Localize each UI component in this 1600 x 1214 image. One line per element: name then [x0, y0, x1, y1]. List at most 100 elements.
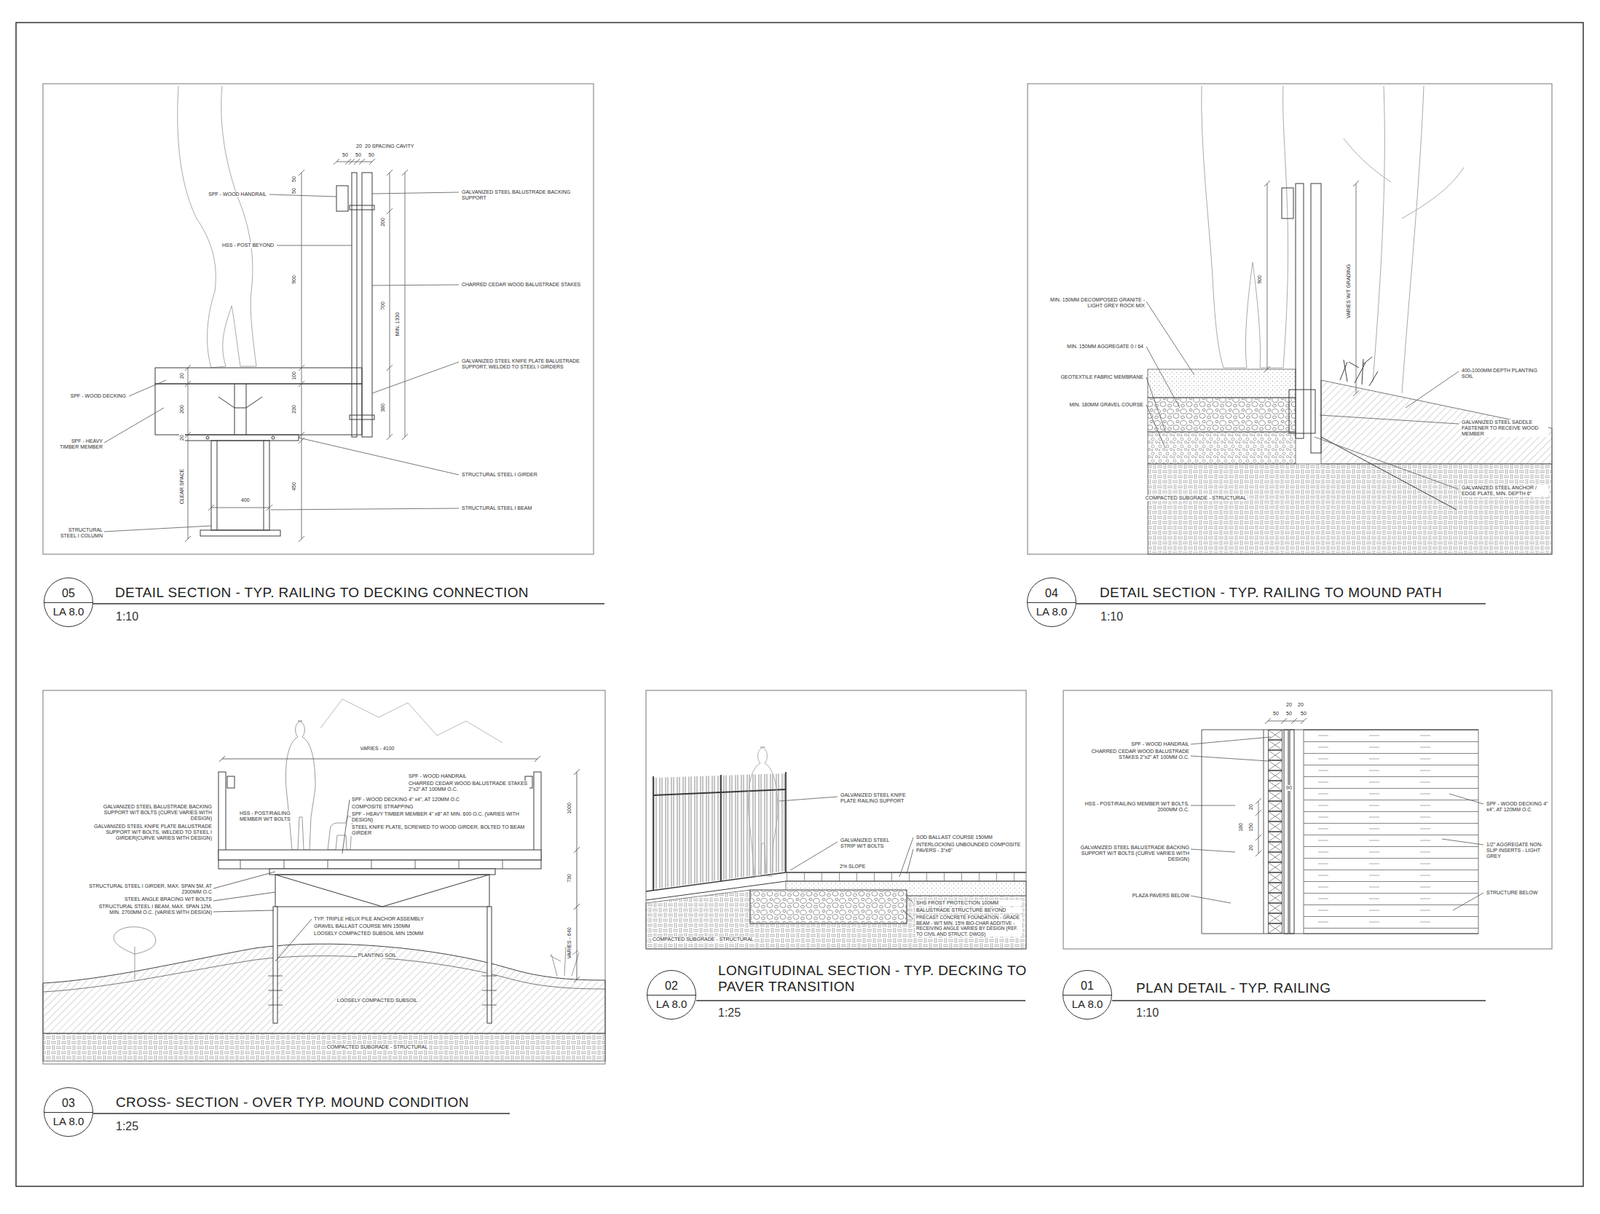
dimension-text: 180 — [1238, 822, 1244, 833]
dimension-text: 900 — [291, 274, 298, 285]
annotation-text: LOOSELY COMPACTED SUBSOIL — [336, 997, 419, 1004]
callout-divider — [1063, 994, 1112, 996]
annotation-text: BALUSTRADE STRUCTURE BEYOND — [915, 907, 1023, 914]
dimension-text: 50 — [291, 175, 298, 183]
annotation-text: SPF - WOOD DECKING — [69, 393, 127, 400]
dimension-text: 230 — [291, 404, 298, 415]
annotation-text: STRUCTURAL STEEL I BEAM — [460, 505, 590, 512]
annotation-text: PLAZA PAVERS BELOW — [1079, 892, 1190, 899]
annotation-text: HSS - POST/RAILING MEMBER W/T BOLTS — [238, 810, 292, 823]
annotation-text: LOOSELY COMPACTED SUBSOIL MIN 150MM — [313, 930, 424, 937]
annotation-text: PRECAST CONCRETE FOUNDATION - GRADE BEAM… — [915, 914, 1023, 937]
annotation-text: GALVANIZED STEEL KNIFE PLATE RAILING SUP… — [839, 792, 922, 805]
dimension-text: 50 — [341, 152, 349, 159]
dimension-text: 20 — [355, 143, 363, 150]
dimension-text: 400 — [240, 497, 251, 504]
dimension-text: 50 — [354, 152, 362, 159]
annotation-text: STEEL KNIFE PLATE, SCREWED TO WOOD GIRDE… — [351, 824, 531, 837]
annotation-text: MIN. 150MM AGGREGATE 0 / 64 — [1066, 343, 1145, 350]
annotation-text: CHARRED CEDAR WOOD BALUSTRADE STAKES 2"x… — [407, 780, 530, 793]
dimension-text: 50 — [1299, 710, 1308, 717]
dimension-text: 20 — [1248, 844, 1255, 852]
annotation-text: SPF - WOOD DECKING 4" x4", AT 120MM O.C — [351, 796, 531, 803]
dimension-text: 200 — [380, 217, 386, 228]
dimension-text: 20 — [1297, 702, 1305, 708]
sheet-number: LA 8.0 — [647, 997, 696, 1011]
annotation-text: MIN. 180MM GRAVEL COURSE — [1068, 402, 1145, 408]
annotation-text: GALVANIZED STEEL BALUSTRADE BACKING SUPP… — [1079, 844, 1190, 863]
detail-callout-circle: 03LA 8.0 — [43, 1087, 94, 1137]
annotation-text: GEOTEXTILE FABRIC MEMBRANE — [1059, 374, 1145, 381]
dimension-text: 20 — [1285, 702, 1293, 708]
annotation-text: STRUCTURAL STEEL I GIRDER, MAX. SPAN 5M,… — [87, 883, 213, 896]
detail-title: CROSS- SECTION - OVER TYP. MOUND CONDITI… — [115, 1094, 470, 1111]
dimension-text: 50 — [1285, 710, 1293, 717]
callout-divider — [44, 602, 93, 604]
annotation-text: COMPOSITE STRAPPING — [351, 804, 531, 810]
annotation-text: HSS - POST BEYOND — [221, 242, 275, 249]
annotation-text: SHS FROST PROTECTION 100MM — [915, 900, 1023, 906]
dimension-text: 20 SPACING CAVITY — [364, 143, 415, 150]
annotation-text: SPF - WOOD HANDRAIL — [407, 773, 468, 780]
annotation-text: COMPACTED SUBGRADE - STRUCTURAL — [1144, 495, 1248, 502]
annotation-text: INTERLOCKING UNBOUNDED COMPOSITE PAVERS … — [915, 841, 1023, 854]
annotation-text: GALVANIZED STEEL KNIFE PLATE BALUSTRADE … — [87, 823, 213, 842]
detail-title: PLAN DETAIL - TYP. RAILING — [1135, 980, 1332, 997]
detail-callout-circle: 05 LA 8.0 — [43, 577, 94, 628]
dimension-text: 50 — [1272, 710, 1280, 717]
dimension-text: 450 — [291, 481, 298, 492]
detail-number: 03 — [44, 1096, 93, 1110]
dimension-text: 50 — [367, 152, 376, 159]
annotation-text: SPF - WOOD HANDRAIL — [1079, 741, 1190, 748]
scale-text: 1:10 — [1099, 610, 1124, 624]
dimension-text: 90 — [1285, 785, 1293, 791]
annotation-text: SOD BALLAST COURSE 150MM — [915, 834, 1023, 841]
annotation-text: 2% SLOPE — [838, 863, 866, 870]
detail-number: 05 — [44, 586, 93, 601]
annotation-text: STRUCTURAL STEEL I BEAM, MAX. SPAN 12M, … — [87, 903, 213, 916]
scale-text: 1:25 — [115, 1120, 140, 1134]
dimension-text: 700 — [380, 300, 386, 311]
annotation-text: COMPACTED SUBGRADE - STRUCTURAL — [326, 1044, 429, 1051]
dimension-text: 20 — [1248, 803, 1255, 811]
dimension-text: 20 — [179, 372, 185, 380]
callout-divider — [647, 994, 696, 996]
dimension-text: VARIES - 640 — [566, 926, 573, 960]
detail-title: DETAIL SECTION - TYP. RAILING TO MOUND P… — [1098, 584, 1443, 601]
sheet-number: LA 8.0 — [44, 605, 93, 619]
detail-callout-circle: 02 LA 8.0 — [646, 970, 697, 1020]
annotation-text: 1/2" AGGREGATE NON-SLIP INSERTS - LIGHT … — [1485, 841, 1552, 860]
dimension-text: 900 — [1256, 274, 1263, 285]
annotation-text: STRUCTURAL STEEL I COLUMN — [53, 527, 104, 539]
callout-divider — [1027, 602, 1076, 604]
annotation-text: SPF - WOOD HANDRAIL — [207, 191, 268, 198]
dimension-text: 20 — [179, 434, 185, 442]
dimension-text: 150 — [1248, 822, 1255, 833]
annotation-text: HSS - POST/RAILING MEMBER W/T BOLTS, 200… — [1079, 801, 1190, 813]
annotation-text: CHARRED CEDAR WOOD BALUSTRADE STAKES — [460, 281, 590, 288]
annotation-text: GALVANIZED STEEL STRIP W/T BOLTS — [839, 837, 904, 850]
annotation-text: GALVANIZED STEEL ANCHOR / EDGE PLATE, MI… — [1460, 485, 1549, 497]
sheet-number: LA 8.0 — [1063, 997, 1112, 1011]
annotation-text: SPF - HEAVY TIMBER MEMBER — [53, 438, 104, 451]
detail-title: DETAIL SECTION - TYP. RAILING TO DECKING… — [114, 584, 530, 601]
annotation-text: GALVANIZED STEEL KNIFE PLATE BALUSTRADE … — [460, 358, 590, 370]
dimension-text: MIN. 1330 — [394, 311, 401, 337]
sheet-number: LA 8.0 — [1027, 605, 1076, 619]
scale-text: 1:25 — [717, 1006, 742, 1020]
detail-number: 02 — [647, 979, 696, 993]
annotation-text: 400-1000MM DEPTH PLANTING SOIL — [1460, 367, 1549, 380]
detail-title: LONGITUDINAL SECTION - TYP. DECKING TO P… — [717, 962, 1040, 995]
dimension-text: CLEAR SPACE — [179, 468, 185, 506]
annotation-text: STRUCTURAL STEEL I GIRDER — [460, 471, 590, 478]
annotation-text: COMPACTED SUBGRADE - STRUCTURAL — [651, 936, 755, 943]
dimension-text: 380 — [380, 402, 386, 413]
callout-divider — [44, 1112, 93, 1113]
detail-number: 01 — [1063, 979, 1112, 993]
annotation-text: CHARRED CEDAR WOOD BALUSTRADE STAKES 2"x… — [1079, 748, 1190, 761]
annotation-text: GALVANIZED STEEL BALUSTRADE BACKING SUPP… — [460, 189, 590, 202]
annotation-text: GALVANIZED STEEL BALUSTRADE BACKING SUPP… — [87, 804, 213, 822]
scale-text: 1:10 — [1135, 1006, 1160, 1020]
